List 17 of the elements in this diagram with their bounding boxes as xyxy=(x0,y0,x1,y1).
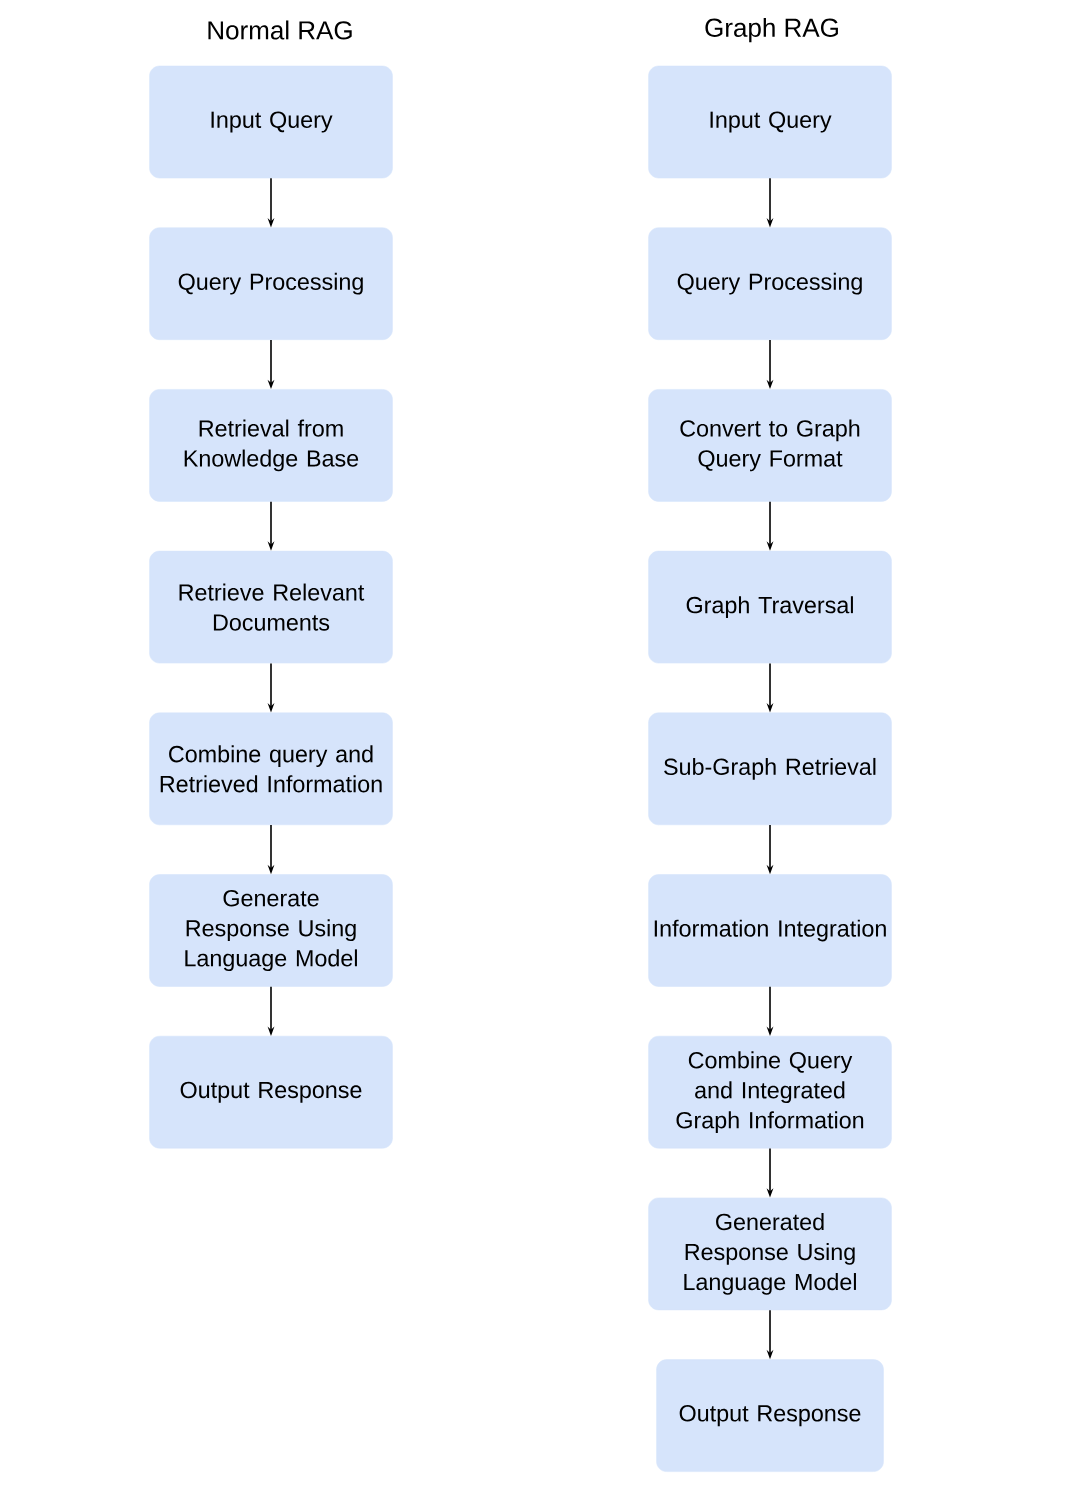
process-box: Combine query and Retrieved Information xyxy=(149,712,393,826)
process-box: Convert to Graph Query Format xyxy=(648,389,892,502)
process-box: Combine Query and Integrated Graph Information xyxy=(648,1035,892,1149)
process-box: Query Processing xyxy=(149,227,393,340)
process-box: Output Response xyxy=(149,1035,393,1149)
process-box: Retrieve Relevant Documents xyxy=(149,550,393,664)
process-box: Information Integration xyxy=(648,874,892,987)
process-box: Input Query xyxy=(149,65,393,179)
process-box: Input Query xyxy=(648,65,892,179)
process-box: Graph Traversal xyxy=(648,550,892,664)
column-heading: Normal RAG xyxy=(208,20,352,40)
process-box: Retrieval from Knowledge Base xyxy=(149,389,393,502)
process-box: Generate Response Using Language Model xyxy=(149,874,393,987)
process-box: Generated Response Using Language Model xyxy=(648,1197,892,1311)
process-box: Sub-Graph Retrieval xyxy=(648,712,892,826)
process-box: Query Processing xyxy=(648,227,892,340)
process-box: Output Response xyxy=(656,1359,884,1472)
